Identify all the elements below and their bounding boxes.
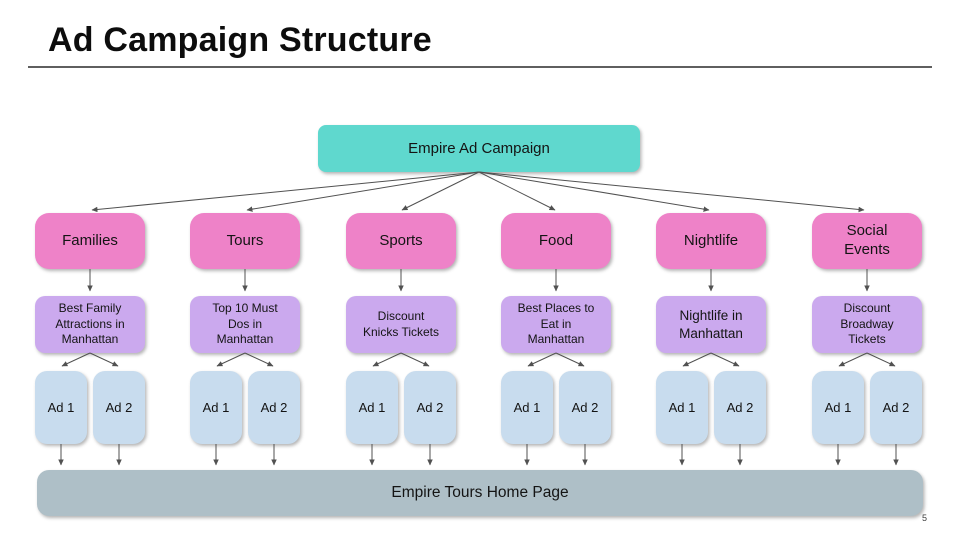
ad1-node-nightlife: Ad 1 — [656, 371, 708, 444]
category-node-social-events: Social Events — [812, 213, 922, 269]
category-node-sports: Sports — [346, 213, 456, 269]
page-title: Ad Campaign Structure — [48, 21, 432, 59]
ad-group-node-families: Best Family Attractions in Manhattan — [35, 296, 145, 353]
column-sports: Sports Discount Knicks Tickets Ad 1 Ad 2 — [346, 213, 456, 444]
category-node-families: Families — [35, 213, 145, 269]
ad-group-node-sports: Discount Knicks Tickets — [346, 296, 456, 353]
ad-group-node-tours: Top 10 Must Dos in Manhattan — [190, 296, 300, 353]
ad-group-node-nightlife: Nightlife in Manhattan — [656, 296, 766, 353]
ad1-node-tours: Ad 1 — [190, 371, 242, 444]
category-node-tours: Tours — [190, 213, 300, 269]
ad1-node-sports: Ad 1 — [346, 371, 398, 444]
ad2-node-sports: Ad 2 — [404, 371, 456, 444]
ad1-node-social-events: Ad 1 — [812, 371, 864, 444]
ad1-node-families: Ad 1 — [35, 371, 87, 444]
ad-group-node-food: Best Places to Eat in Manhattan — [501, 296, 611, 353]
category-node-nightlife: Nightlife — [656, 213, 766, 269]
category-node-food: Food — [501, 213, 611, 269]
column-food: Food Best Places to Eat in Manhattan Ad … — [501, 213, 611, 444]
ad1-node-food: Ad 1 — [501, 371, 553, 444]
ad2-node-food: Ad 2 — [559, 371, 611, 444]
campaign-node: Empire Ad Campaign — [318, 125, 640, 172]
ad2-node-tours: Ad 2 — [248, 371, 300, 444]
column-tours: Tours Top 10 Must Dos in Manhattan Ad 1 … — [190, 213, 300, 444]
ad2-node-social-events: Ad 2 — [870, 371, 922, 444]
column-social-events: Social Events Discount Broadway Tickets … — [812, 213, 922, 444]
ad2-node-families: Ad 2 — [93, 371, 145, 444]
home-page-node: Empire Tours Home Page — [37, 470, 923, 516]
column-nightlife: Nightlife Nightlife in Manhattan Ad 1 Ad… — [656, 213, 766, 444]
column-families: Families Best Family Attractions in Manh… — [35, 213, 145, 444]
title-divider — [28, 66, 932, 68]
page-number: 5 — [922, 513, 928, 523]
ad2-node-nightlife: Ad 2 — [714, 371, 766, 444]
ad-group-node-social-events: Discount Broadway Tickets — [812, 296, 922, 353]
